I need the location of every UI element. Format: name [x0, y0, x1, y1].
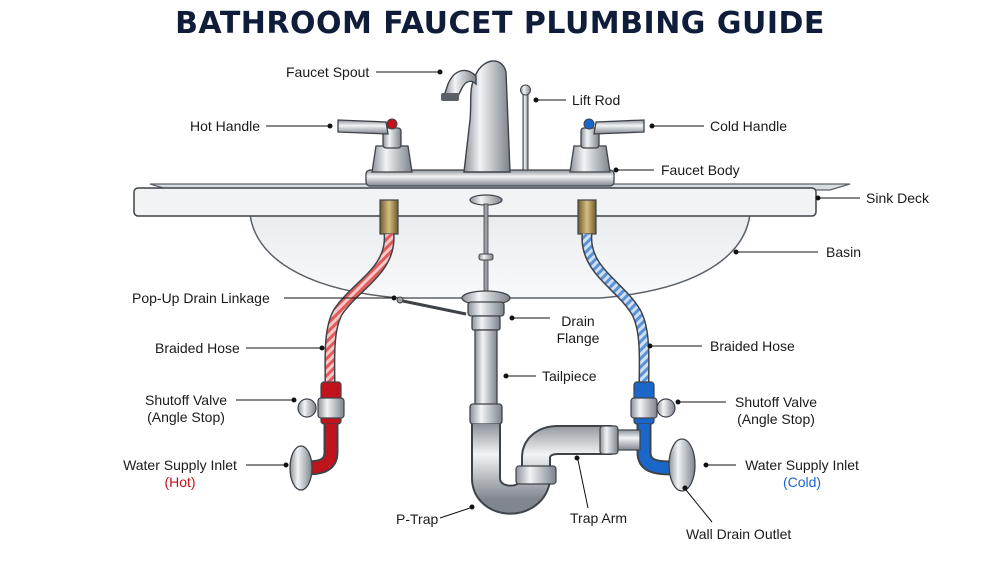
label-hot-handle: Hot Handle — [190, 118, 261, 134]
hot-handle-lever — [337, 119, 389, 135]
label-tailpiece: Tailpiece — [542, 368, 597, 384]
hot-wall-flange — [289, 445, 313, 491]
leader-lines — [236, 69, 860, 523]
label-braided-hose-right: Braided Hose — [710, 338, 795, 354]
hot-shank — [379, 199, 399, 235]
tailpiece-nut — [469, 403, 503, 425]
cold-braided-hose-fill — [582, 233, 649, 383]
label-shutoff-left-line2: (Angle Stop) — [147, 409, 225, 425]
label-shutoff-left-line1: Shutoff Valve — [145, 392, 227, 408]
label-popup-linkage: Pop-Up Drain Linkage — [132, 290, 270, 306]
tailpiece-shape — [474, 329, 498, 409]
label-supply-right-line1: Water Supply Inlet — [745, 457, 859, 473]
cold-valve-knob — [656, 398, 676, 418]
label-sink-deck: Sink Deck — [866, 190, 930, 206]
hot-indicator — [386, 118, 398, 130]
label-faucet-spout: Faucet Spout — [286, 64, 370, 80]
cold-handle-body — [569, 145, 611, 173]
popup-linkage-pivot — [396, 296, 404, 304]
trap-arm-nut — [599, 425, 619, 455]
label-shutoff-left: Shutoff Valve (Angle Stop) — [140, 392, 232, 426]
cold-supply-pipe-fill — [638, 424, 673, 474]
label-supply-right: Water Supply Inlet (Cold) — [740, 457, 864, 491]
popup-rod-clip — [478, 253, 494, 261]
label-faucet-body: Faucet Body — [661, 162, 740, 178]
label-trap-arm: Trap Arm — [570, 510, 628, 526]
drain-nut — [467, 301, 505, 317]
spout-shape — [463, 60, 511, 173]
label-drain-flange-line2: Flange — [556, 330, 600, 346]
label-supply-left-line1: Water Supply Inlet — [123, 457, 237, 473]
label-cold-handle: Cold Handle — [710, 118, 788, 134]
label-basin: Basin — [826, 244, 862, 260]
cold-valve-chrome — [630, 397, 658, 419]
label-braided-hose-left: Braided Hose — [155, 340, 240, 356]
cold-indicator — [583, 118, 595, 130]
hot-handle-body — [371, 145, 413, 173]
label-shutoff-right-line1: Shutoff Valve — [735, 394, 817, 410]
label-supply-left-hot: (Hot) — [164, 474, 196, 490]
label-shutoff-right-line2: (Angle Stop) — [737, 411, 815, 427]
lift-rod-knob — [520, 84, 531, 96]
hot-braided-hose-fill — [325, 233, 394, 383]
label-shutoff-right: Shutoff Valve (Angle Stop) — [730, 394, 822, 428]
label-lift-rod: Lift Rod — [572, 92, 621, 108]
drain-top — [469, 194, 503, 206]
label-drain-flange: Drain Flange — [552, 313, 604, 347]
label-drain-flange-line1: Drain — [561, 313, 595, 329]
basin-bowl — [249, 213, 751, 299]
label-supply-right-cold: (Cold) — [782, 474, 822, 490]
cold-handle-lever — [593, 119, 645, 135]
drain-nut-2 — [471, 315, 501, 331]
label-p-trap: P-Trap — [396, 511, 439, 527]
label-wall-drain-outlet: Wall Drain Outlet — [686, 526, 792, 542]
popup-rod — [483, 203, 489, 297]
cold-shank — [577, 199, 597, 235]
cold-wall-flange — [668, 438, 696, 492]
popup-linkage-arm — [397, 298, 467, 316]
label-supply-left: Water Supply Inlet (Hot) — [118, 457, 242, 491]
hot-valve-knob — [297, 398, 317, 418]
trap-slip-nut — [515, 465, 557, 485]
lift-rod-shape — [522, 91, 529, 171]
page-title: BATHROOM FAUCET PLUMBING GUIDE — [175, 6, 825, 41]
trap-arm-pipe — [617, 429, 641, 451]
hot-valve-chrome — [317, 397, 345, 419]
spout-tip — [441, 93, 459, 101]
